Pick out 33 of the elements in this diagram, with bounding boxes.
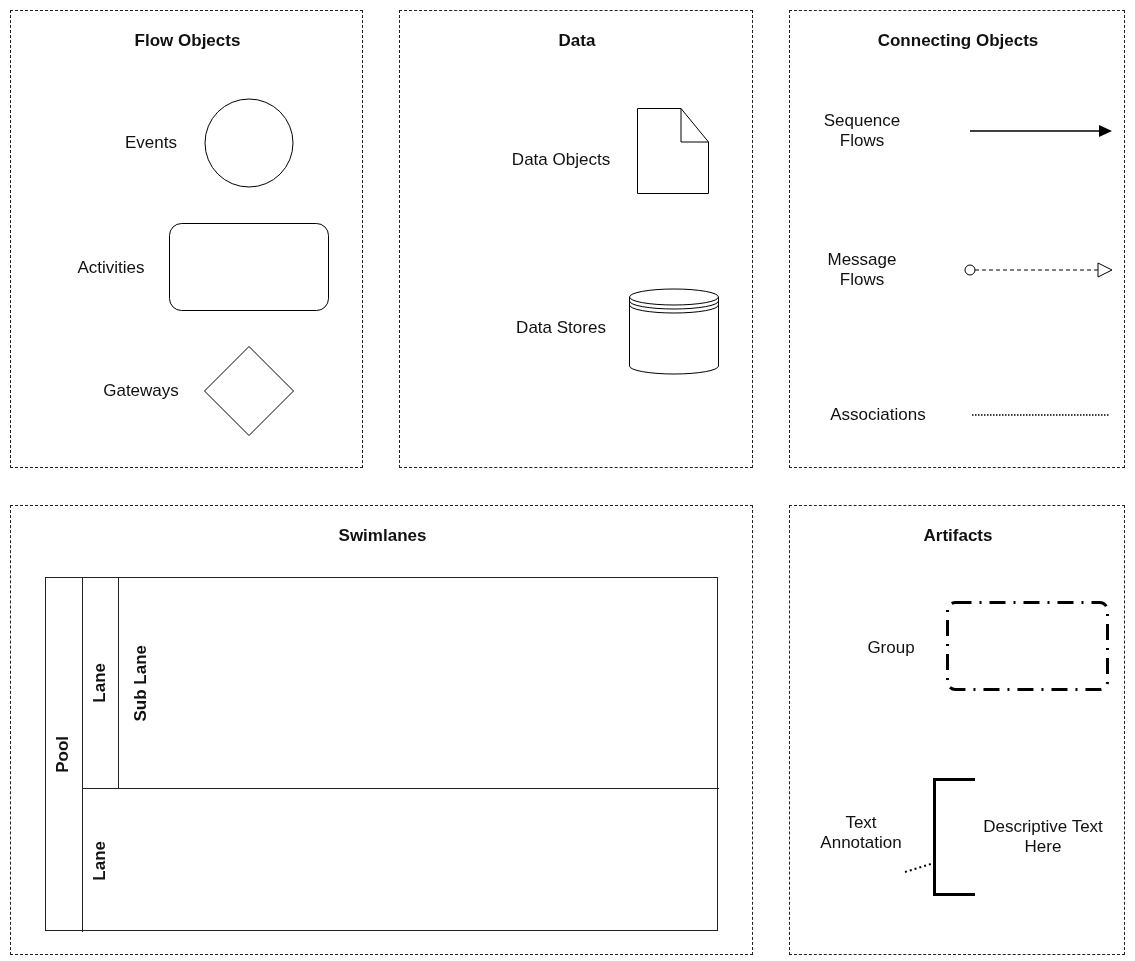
panel-title: Artifacts (923, 525, 993, 547)
sample-label: Sequence Flows (823, 110, 901, 152)
section-panel (789, 10, 1125, 468)
cylinder-shape (629, 289, 719, 374)
section-panel (399, 10, 753, 468)
shape-label: Text Annotation (820, 812, 902, 854)
rounded-rectangle (169, 223, 329, 311)
association-line (904, 862, 933, 873)
dash-dot-frame (946, 601, 1109, 691)
lane-title: Lane (90, 840, 111, 881)
shape-label: Group (867, 637, 915, 659)
panel-title: Flow Objects (134, 30, 241, 52)
panel-title: Connecting Objects (877, 30, 1039, 52)
shape-label: Activities (77, 257, 145, 279)
lane-title: Sub Lane (130, 645, 151, 722)
circle (204, 98, 294, 188)
section-panel (789, 505, 1125, 955)
document-shape (637, 108, 709, 194)
diamond (204, 346, 294, 436)
pool-box (45, 577, 718, 931)
shape-label: Data Stores (516, 317, 606, 339)
panel-title: Data (558, 30, 596, 52)
sample-label: Associations (830, 404, 926, 426)
annotation-text: Descriptive Text Here (983, 816, 1103, 858)
shape-label: Gateways (103, 380, 179, 402)
pool-title: Pool (53, 735, 74, 773)
lane-title: Lane (90, 663, 111, 703)
shape-label: Events (125, 132, 177, 154)
sample-label: Message Flows (827, 249, 897, 291)
shape-label: Data Objects (511, 149, 611, 171)
panel-title: Swimlanes (338, 525, 427, 547)
section-panel (10, 10, 363, 468)
section-panel (10, 505, 753, 955)
